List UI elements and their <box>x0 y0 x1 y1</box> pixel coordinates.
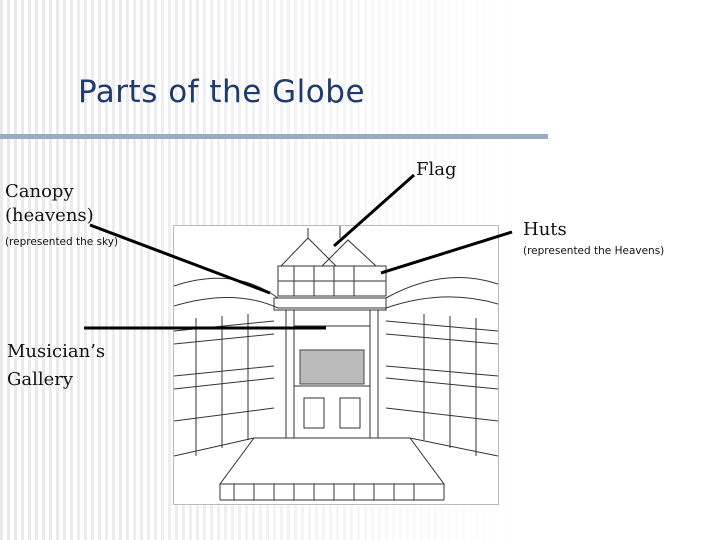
canopy-sublabel: (heavens) <box>5 205 94 226</box>
flag-label: Flag <box>416 159 457 180</box>
huts-note: (represented the Heavens) <box>523 245 665 257</box>
huts-pointer <box>380 230 513 275</box>
canopy-note: (represented the sky) <box>5 236 119 248</box>
huts-label: Huts <box>523 219 567 240</box>
musicians-gallery-label-line1: Musician’s <box>7 341 106 362</box>
globe-theatre-sketch <box>173 226 499 501</box>
globe-theatre-drawing <box>173 225 499 505</box>
canopy-pointer <box>89 223 271 295</box>
title-underline <box>0 134 548 139</box>
flag-pointer <box>333 173 415 248</box>
canopy-label: Canopy <box>5 181 74 202</box>
slide-title: Parts of the Globe <box>78 74 366 110</box>
musicians-gallery-label-line2: Gallery <box>7 369 74 390</box>
